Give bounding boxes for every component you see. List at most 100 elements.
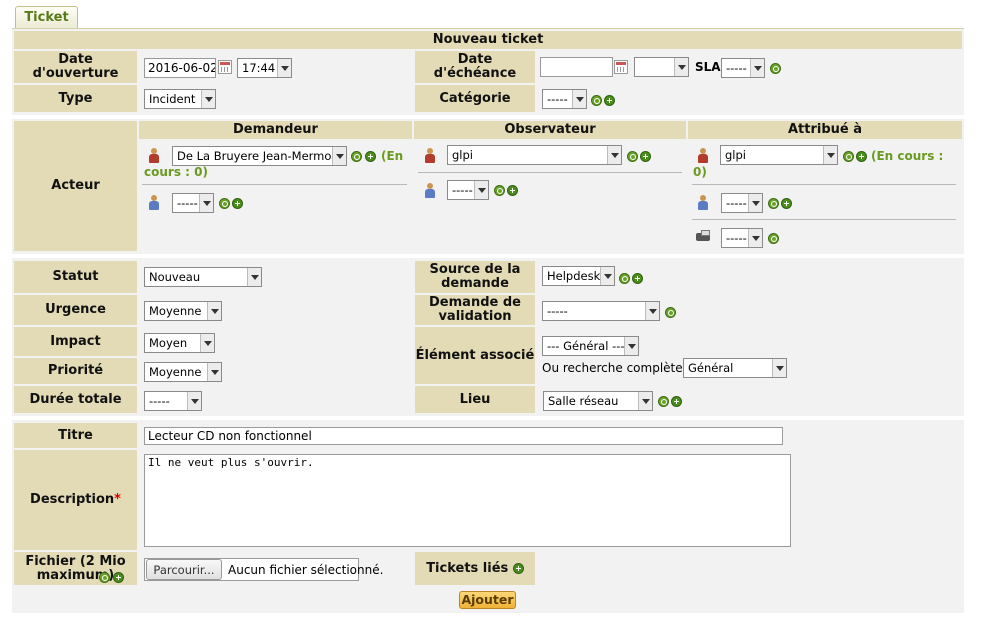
calendar-icon[interactable] xyxy=(218,60,232,74)
type-label: Type xyxy=(14,85,137,112)
lieu-select[interactable]: Salle réseau xyxy=(543,391,653,411)
add-icon[interactable] xyxy=(604,95,615,106)
chevron-down-icon xyxy=(748,194,762,212)
search-icon[interactable] xyxy=(768,233,779,244)
observateur-group-value: ----- xyxy=(452,183,473,197)
observateur-group-select[interactable]: ----- xyxy=(447,180,489,200)
search-icon[interactable] xyxy=(768,198,779,209)
heure-ouverture-value: 17:44 xyxy=(242,61,276,75)
add-icon[interactable] xyxy=(113,572,124,583)
add-icon[interactable] xyxy=(232,198,243,209)
impact-label: Impact xyxy=(14,327,137,356)
chevron-down-icon xyxy=(772,359,786,377)
duree-totale-select[interactable]: ----- xyxy=(144,391,202,411)
tab-ticket[interactable]: Ticket xyxy=(15,6,78,28)
required-mark: * xyxy=(114,492,121,507)
categorie-select[interactable]: ----- xyxy=(542,89,587,109)
attribue-header: Attribué à xyxy=(688,121,962,139)
search-icon[interactable] xyxy=(219,198,230,209)
attribue-supplier-select[interactable]: ----- xyxy=(721,228,763,248)
acteur-label: Acteur xyxy=(14,121,137,251)
ajouter-button[interactable]: Ajouter xyxy=(459,591,516,609)
chevron-down-icon xyxy=(624,337,638,355)
impact-select[interactable]: Moyen xyxy=(144,333,215,353)
attribue-status: (En cours : 0) xyxy=(693,149,944,179)
type-value: Incident xyxy=(149,92,196,106)
titre-input[interactable]: Lecteur CD non fonctionnel xyxy=(144,427,783,445)
statut-select[interactable]: Nouveau xyxy=(144,267,262,287)
user-icon xyxy=(697,148,709,164)
search-icon[interactable] xyxy=(770,63,781,74)
urgence-value: Moyenne xyxy=(149,304,202,318)
attribue-group-select[interactable]: ----- xyxy=(721,193,763,213)
search-icon[interactable] xyxy=(843,151,854,162)
supplier-icon xyxy=(696,230,712,244)
type-select[interactable]: Incident xyxy=(144,89,216,109)
search-icon[interactable] xyxy=(591,95,602,106)
attribue-group-value: ----- xyxy=(726,196,747,210)
heure-ouverture-select[interactable]: 17:44 xyxy=(237,58,292,78)
date-echeance-label: Date d'échéance xyxy=(415,51,535,83)
categorie-label: Catégorie xyxy=(415,85,535,112)
divider xyxy=(692,219,956,220)
date-echeance-input[interactable] xyxy=(540,57,613,77)
demandeur-user-select[interactable]: De La Bruyere Jean-Mermoud xyxy=(172,146,347,166)
element-associe-value: --- Général --- xyxy=(547,339,625,353)
chevron-down-icon xyxy=(748,229,762,247)
attribue-user-select[interactable]: glpi xyxy=(720,145,838,165)
search-icon[interactable] xyxy=(665,307,676,318)
calendar-icon[interactable] xyxy=(614,60,628,74)
add-icon[interactable] xyxy=(507,185,518,196)
source-select[interactable]: Helpdesk xyxy=(542,266,615,286)
tab-underline xyxy=(12,28,964,29)
search-icon[interactable] xyxy=(351,151,362,162)
add-icon[interactable] xyxy=(365,151,376,162)
search-icon[interactable] xyxy=(494,185,505,196)
priorite-select[interactable]: Moyenne xyxy=(144,362,222,382)
demandeur-group-value: ----- xyxy=(177,196,198,210)
date-ouverture-label: Date d'ouverture xyxy=(14,51,137,83)
search-icon[interactable] xyxy=(627,151,638,162)
recherche-complete-select[interactable]: Général xyxy=(683,358,787,378)
add-icon[interactable] xyxy=(640,151,651,162)
chevron-down-icon xyxy=(600,267,614,285)
chevron-down-icon xyxy=(638,392,652,410)
validation-select[interactable]: ----- xyxy=(542,301,660,321)
search-icon[interactable] xyxy=(619,273,630,284)
duree-totale-value: ----- xyxy=(149,394,170,408)
observateur-user-select[interactable]: glpi xyxy=(447,145,622,165)
chevron-down-icon xyxy=(750,59,764,77)
add-icon[interactable] xyxy=(671,396,682,407)
add-icon[interactable] xyxy=(781,198,792,209)
sla-select[interactable]: ----- xyxy=(721,58,765,78)
source-label: Source de la demande xyxy=(415,261,535,293)
chevron-down-icon xyxy=(572,90,586,108)
add-icon[interactable] xyxy=(512,563,524,574)
heure-echeance-select[interactable] xyxy=(634,57,689,77)
group-icon xyxy=(148,195,160,211)
chevron-down-icon xyxy=(332,147,346,165)
description-label: Description* xyxy=(14,450,137,550)
statut-value: Nouveau xyxy=(149,270,201,284)
element-associe-select[interactable]: --- Général --- xyxy=(542,336,639,356)
search-icon[interactable] xyxy=(99,572,110,583)
no-file-text: Aucun fichier sélectionné. xyxy=(228,563,384,577)
recherche-complete-value: Général xyxy=(688,361,734,375)
search-icon[interactable] xyxy=(658,396,669,407)
lieu-label: Lieu xyxy=(415,386,535,413)
date-ouverture-input[interactable]: 2016-06-02 xyxy=(144,58,216,78)
add-icon[interactable] xyxy=(856,151,867,162)
validation-value: ----- xyxy=(547,304,568,318)
demandeur-group-select[interactable]: ----- xyxy=(172,193,214,213)
add-icon[interactable] xyxy=(632,273,643,284)
chevron-down-icon xyxy=(247,268,261,286)
urgence-select[interactable]: Moyenne xyxy=(144,301,222,321)
description-textarea[interactable]: Il ne veut plus s'ouvrir. xyxy=(144,454,791,547)
titre-label: Titre xyxy=(14,423,137,448)
browse-button[interactable]: Parcourir... xyxy=(146,559,222,580)
group-icon xyxy=(424,183,436,199)
chevron-down-icon xyxy=(199,194,213,212)
chevron-down-icon xyxy=(607,146,621,164)
chevron-down-icon xyxy=(187,392,201,410)
divider xyxy=(418,172,682,173)
